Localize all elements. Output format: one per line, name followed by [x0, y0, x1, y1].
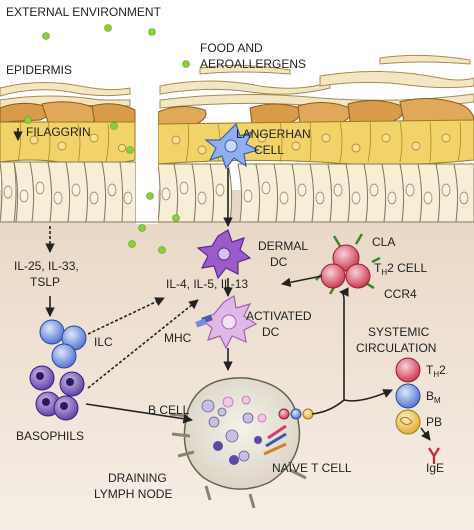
th2-cell-label: TH2 CELL: [374, 261, 427, 277]
naive-t-cell-label: NAÏVE T CELL: [272, 461, 352, 475]
dermal-dc: [196, 229, 252, 280]
langerhan-label-line2: CELL: [254, 143, 284, 157]
basal-nuclei: [3, 181, 469, 205]
ccr4-label: CCR4: [384, 287, 417, 301]
th2-output-label-main: T: [426, 363, 434, 377]
langerhans-cell: [204, 122, 260, 170]
cytokines-label: IL-4, IL-5, IL-13: [166, 277, 248, 291]
bm-output-label-main: B: [426, 389, 434, 403]
ilc-cells: [39, 319, 87, 369]
b-cell-label: B CELL: [148, 403, 190, 417]
il25-label-line1: IL-25, IL-33,: [14, 259, 79, 273]
lymph-node: [169, 377, 307, 509]
dermal-label-line1: DERMAL: [258, 239, 308, 253]
th2-output-label: TH2: [426, 363, 446, 379]
stratum-corneum: [0, 54, 474, 111]
basal-layer: [0, 161, 474, 223]
arrows: [13, 128, 431, 441]
ilc-label: ILC: [94, 335, 113, 349]
basophils-label: BASOPHILS: [16, 429, 84, 443]
mhc-label: MHC: [164, 331, 192, 345]
epidermis-label: EPIDERMIS: [6, 63, 72, 77]
th2-cell-label-main: T: [374, 261, 382, 275]
bm-output-label: BM: [426, 389, 441, 405]
allergen-particles: [24, 24, 190, 254]
il25-label-line2: TSLP: [30, 275, 60, 289]
barrier-gap: [136, 104, 158, 224]
food-label-line1: FOOD AND: [200, 41, 263, 55]
bm-output-label-sub: M: [434, 396, 441, 405]
spinous-nuclei: [29, 133, 451, 155]
pb-label: PB: [426, 415, 442, 429]
draining-label-line2: LYMPH NODE: [94, 487, 172, 501]
output-cells: [278, 357, 421, 435]
cla-label: CLA: [372, 235, 395, 249]
langerhan-label-line1: LANGERHAN: [236, 127, 311, 141]
external-environment-label: EXTERNAL ENVIRONMENT: [6, 5, 162, 19]
antibody-y-icon: [428, 447, 440, 464]
th2-cell-cluster: [315, 233, 381, 295]
dermal-label-line2: DC: [270, 255, 288, 269]
ige-label: IgE: [426, 461, 444, 475]
activated-label-line1: ACTIVATED: [246, 309, 312, 323]
systemic-label-line2: CIRCULATION: [356, 341, 436, 355]
granular-layer: [0, 98, 474, 127]
filaggrin-label: FILAGGRIN: [26, 125, 91, 139]
activated-label-line2: DC: [262, 325, 280, 339]
draining-label-line1: DRAINING: [108, 471, 167, 485]
th2-cell-label-sub: H: [381, 268, 387, 277]
th2-output-label-sub: H: [433, 370, 439, 379]
systemic-label-line1: SYSTEMIC: [368, 325, 430, 339]
basophils: [29, 365, 85, 421]
food-label-line2: AEROALLERGENS: [200, 57, 306, 71]
th2-cell-label-tail: 2 CELL: [387, 261, 427, 275]
th2-output-label-tail: 2: [439, 363, 446, 377]
activated-dc: [195, 295, 258, 350]
